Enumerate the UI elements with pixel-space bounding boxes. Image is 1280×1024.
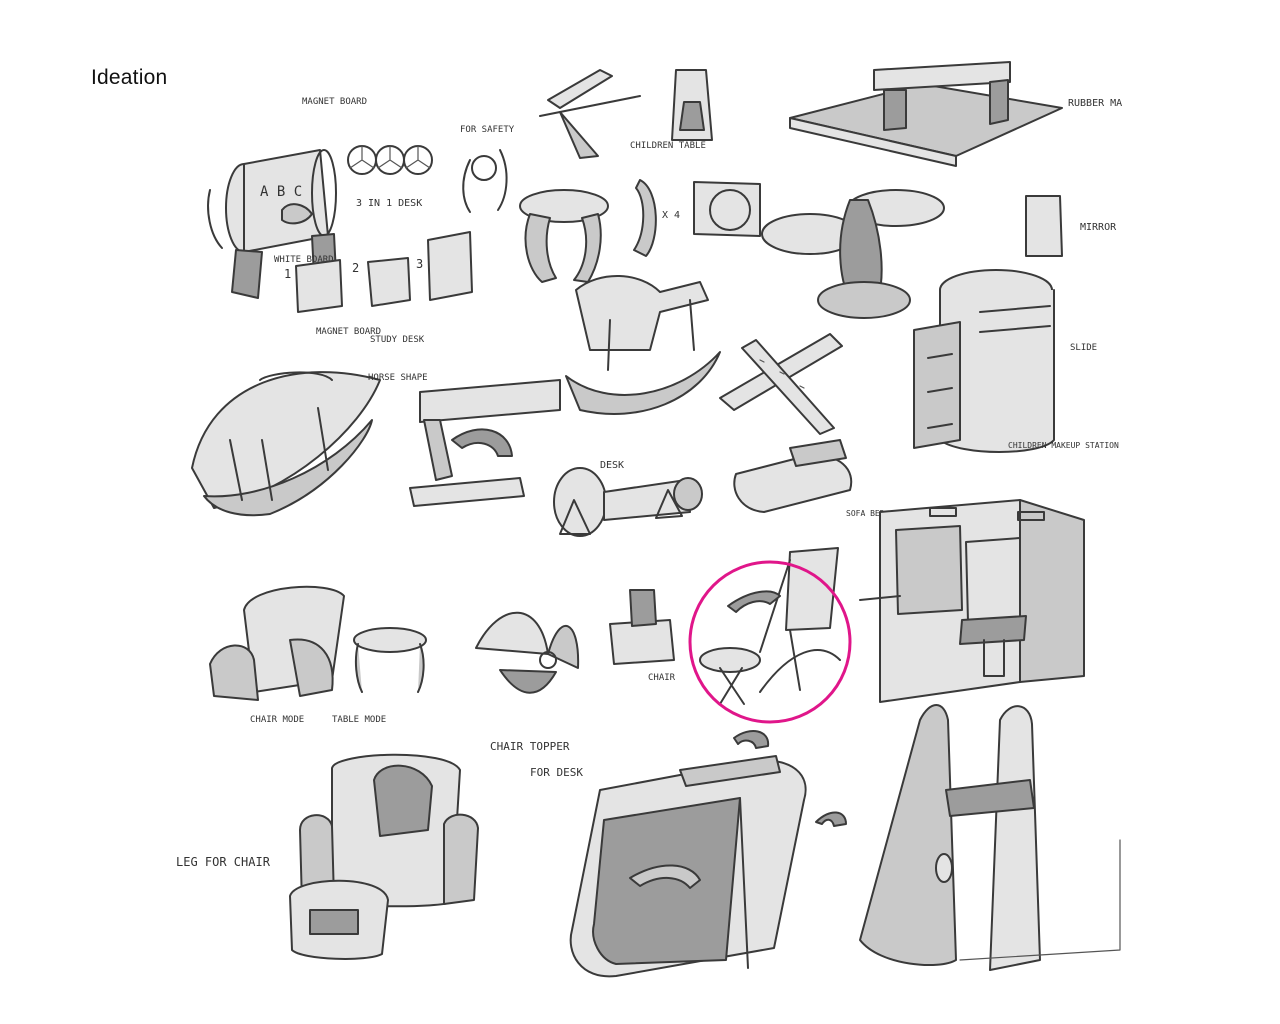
mode-number-3: 3 <box>416 257 423 271</box>
drum-desk-sketch: A B C MAGNET BOARD WHITE BOARD 3 IN 1 DE… <box>207 97 473 345</box>
label-table-mode: TABLE MODE <box>332 715 386 725</box>
highlight-circle <box>688 560 852 724</box>
label-chair-mode: CHAIR MODE <box>250 715 304 725</box>
label-desk: DESK <box>600 460 624 471</box>
label-sofa-bed: SOFA BED <box>846 509 885 518</box>
horse-rocker-sketch: HORSE SHAPE <box>191 371 428 517</box>
sphere-desk-sketch: DESK <box>553 460 703 537</box>
makeup-station-sketch: MIRROR SLIDE CHILDREN MAKEUP STATION <box>913 195 1119 453</box>
swing-desk-sketch <box>409 379 561 507</box>
label-3-in-1-desk: 3 IN 1 DESK <box>356 198 422 209</box>
label-children-makeup-station: CHILDREN MAKEUP STATION <box>1008 441 1119 450</box>
label-mirror: MIRROR <box>1080 222 1117 233</box>
mode-number-2: 2 <box>352 261 359 275</box>
mushroom-table-sketch <box>761 189 945 319</box>
triangle-chair-sketch <box>859 704 1121 971</box>
page-title: Ideation <box>91 66 168 89</box>
label-white-board: WHITE BOARD <box>274 255 334 265</box>
label-x4: X 4 <box>662 210 680 221</box>
label-children-table: CHILDREN TABLE <box>630 141 706 151</box>
label-magnet-board: MAGNET BOARD <box>302 97 367 107</box>
label-study-desk: STUDY DESK <box>370 335 425 345</box>
label-magnet-board-2: MAGNET BOARD <box>316 327 381 337</box>
mode-number-1: 1 <box>284 267 291 281</box>
propeller-chair-sketch: CHAIR <box>475 589 676 694</box>
label-horse-shape: HORSE SHAPE <box>368 373 428 383</box>
highlighted-folding-chair <box>688 547 852 724</box>
sofa-bed-sketch: SOFA BED <box>733 439 885 518</box>
label-rubber-mat: RUBBER MA <box>1068 98 1122 109</box>
label-chair-topper: CHAIR TOPPER <box>490 740 570 753</box>
label-for-desk: FOR DESK <box>530 766 583 779</box>
plank-toy-sketch <box>719 333 843 435</box>
rocking-horse-sketch <box>565 275 721 415</box>
rubber-mat-table-sketch: RUBBER MA <box>789 61 1122 167</box>
round-table-pieces-sketch: X 4 <box>519 179 761 283</box>
wall-cabinet-sketch <box>859 499 1085 703</box>
abc-letters: A B C <box>260 184 302 200</box>
label-slide: SLIDE <box>1070 343 1097 353</box>
chair-table-mode-sketch: CHAIR MODE TABLE MODE <box>209 585 427 725</box>
chair-topper-sketch: CHAIR TOPPER FOR DESK LEG FOR CHAIR <box>176 740 583 960</box>
label-leg-for-chair: LEG FOR CHAIR <box>176 855 271 869</box>
label-for-safety: FOR SAFETY <box>460 125 515 135</box>
label-chair: CHAIR <box>648 673 676 683</box>
transforming-bench-sketch <box>569 730 847 978</box>
children-table-sketch: FOR SAFETY CHILDREN TABLE <box>460 69 713 213</box>
